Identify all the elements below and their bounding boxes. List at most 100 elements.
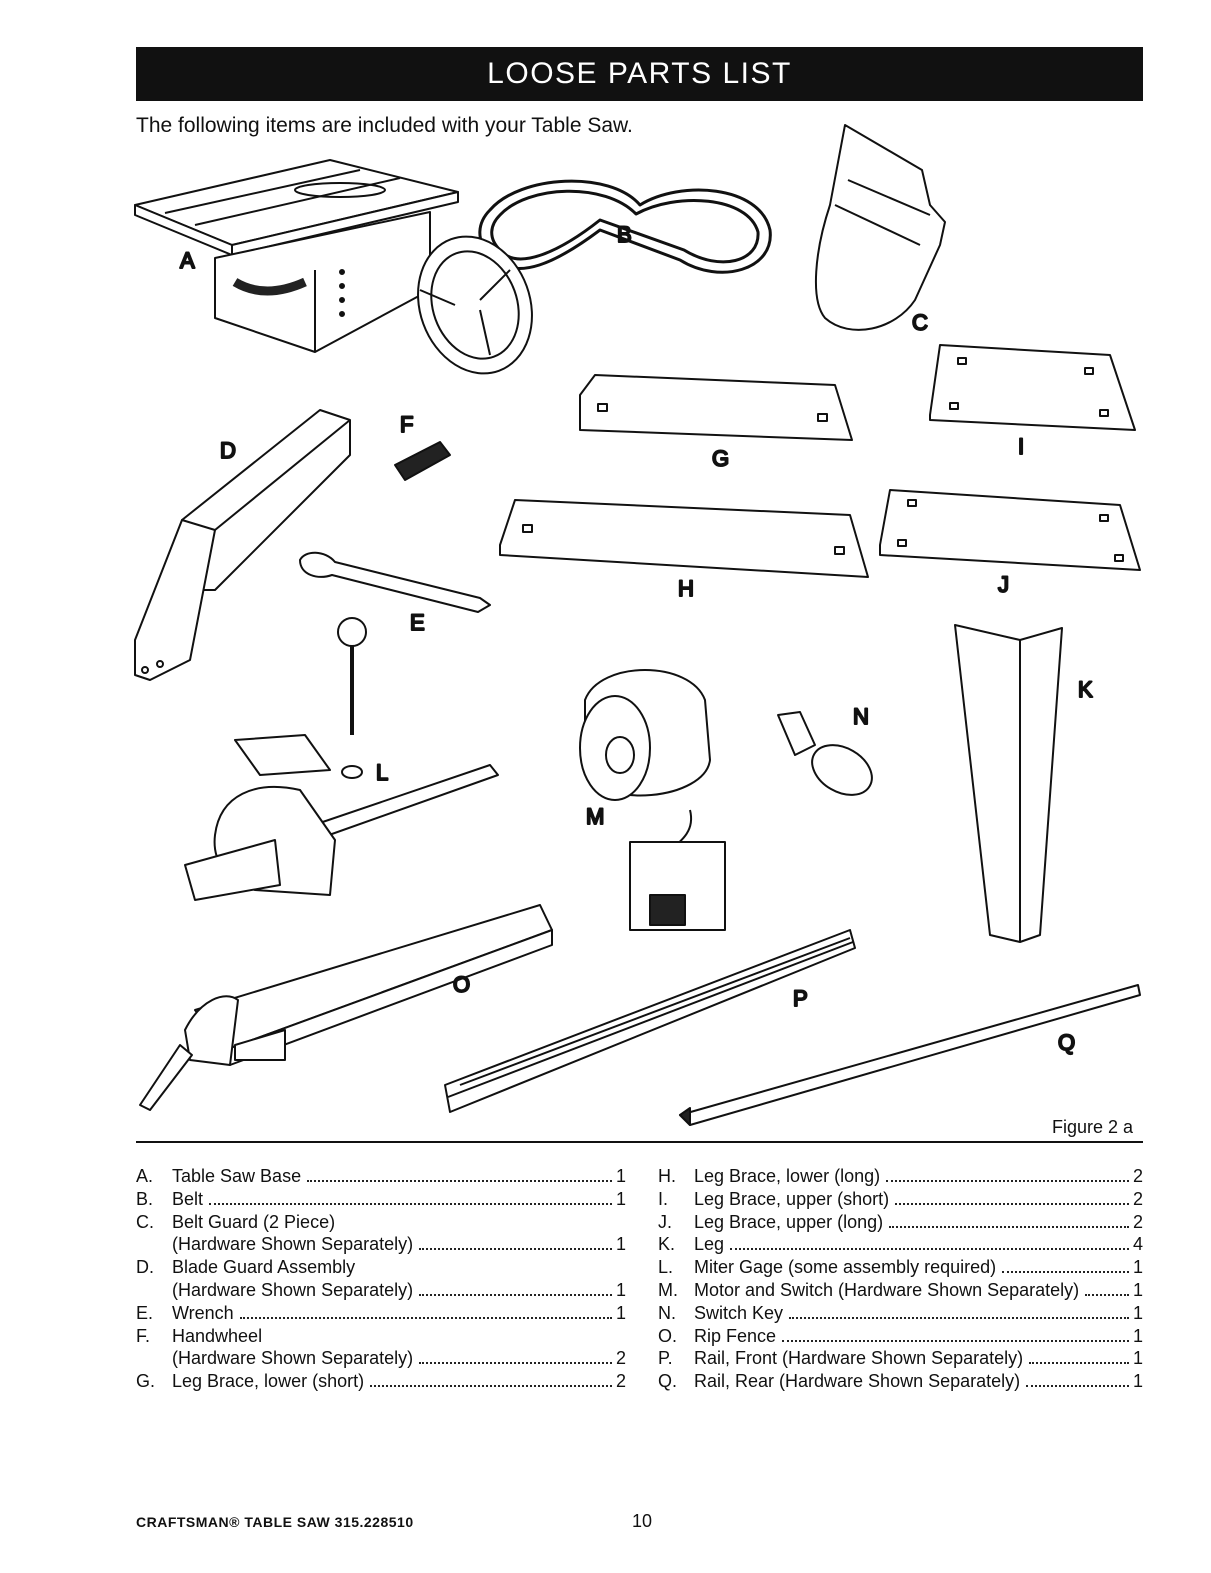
part-quantity: 2 (1132, 1211, 1143, 1232)
part-name: Leg Brace, lower (long) (694, 1166, 881, 1186)
part-name: Motor and Switch (Hardware Shown Separat… (694, 1279, 1080, 1300)
part-quantity: 1 (1132, 1279, 1143, 1300)
part-quantity: 1 (615, 1188, 626, 1209)
part-item: Q.Rail, Rear (Hardware Shown Separately)… (658, 1370, 1143, 1393)
leg-drawing (954, 624, 1063, 943)
part-quantity: 2 (615, 1348, 626, 1369)
part-item: L.Miter Gage (some assembly required)1 (658, 1256, 1143, 1279)
motor-drawing (579, 669, 726, 931)
part-letter: J. (658, 1211, 673, 1232)
part-name: Leg Brace, upper (short) (694, 1188, 890, 1209)
part-name: Belt (172, 1188, 204, 1209)
part-name: Leg Brace, lower (short) (172, 1371, 365, 1392)
label-a: A (180, 248, 195, 273)
part-quantity: 1 (1132, 1371, 1143, 1392)
leader-dots (1002, 1271, 1129, 1274)
leader-dots (886, 1180, 1129, 1182)
part-name: Switch Key (694, 1302, 784, 1323)
part-name: (Hardware Shown Separately) (172, 1348, 414, 1369)
part-letter: A. (136, 1166, 154, 1186)
part-item: D. Blade Guard Assembly(Hardware Shown Se… (136, 1256, 626, 1302)
part-quantity: 1 (615, 1234, 626, 1255)
part-name: Wrench (172, 1302, 234, 1323)
part-name: Rail, Front (Hardware Shown Separately) (694, 1348, 1024, 1369)
part-letter: C. (136, 1211, 154, 1232)
leader-dots (209, 1202, 612, 1205)
leader-dots (730, 1248, 1129, 1251)
label-e: E (410, 610, 425, 635)
leader-dots (419, 1248, 612, 1251)
part-letter: L. (658, 1257, 674, 1278)
part-item: M. Motor and Switch (Hardware Shown Separ… (658, 1279, 1143, 1302)
part-letter: K. (658, 1234, 676, 1255)
part-letter: P. (658, 1348, 673, 1369)
part-quantity: 2 (1132, 1166, 1143, 1186)
rear-rail-drawing (679, 984, 1141, 1126)
miter-gage-drawing (184, 617, 499, 901)
front-rail-drawing (444, 929, 856, 1113)
part-letter: B. (136, 1188, 154, 1209)
leader-dots (239, 1316, 612, 1319)
part-letter: G. (136, 1371, 156, 1392)
part-name: Belt Guard (2 Piece) (172, 1211, 336, 1232)
part-quantity: 1 (1132, 1257, 1143, 1278)
label-c: C (912, 310, 928, 335)
part-name: Rail, Rear (Hardware Shown Separately) (694, 1371, 1021, 1392)
parts-illustration: A B C D E F G H I J K L M N O P Q (134, 124, 1141, 1126)
label-l: L (376, 760, 388, 785)
part-item: G.Leg Brace, lower (short)2 (136, 1370, 626, 1393)
label-q: Q (1058, 1030, 1075, 1055)
wrench-drawing (299, 551, 491, 613)
leg-brace-h-drawing (499, 499, 869, 578)
table-saw-base-drawing (134, 159, 459, 353)
part-quantity: 1 (1132, 1325, 1143, 1346)
leader-dots (1026, 1385, 1129, 1388)
part-name: (Hardware Shown Separately) (172, 1234, 414, 1255)
part-name: Handwheel (172, 1325, 263, 1346)
part-item: J.Leg Brace, upper (long)2 (658, 1211, 1143, 1234)
part-quantity: 1 (615, 1302, 626, 1323)
part-item: H.Leg Brace, lower (long)2 (658, 1165, 1143, 1188)
label-d: D (220, 438, 236, 463)
part-letter: M. (658, 1279, 678, 1300)
part-letter: D. (136, 1257, 154, 1278)
label-o: O (453, 972, 470, 997)
part-name: (Hardware Shown Separately) (172, 1279, 414, 1300)
leader-dots (370, 1385, 612, 1388)
part-quantity: 2 (1132, 1188, 1143, 1209)
blade-guard-drawing (134, 409, 351, 681)
label-n: N (853, 704, 869, 729)
page-title: LOOSE PARTS LIST (136, 47, 1143, 101)
leg-brace-i-drawing (929, 344, 1136, 431)
part-item: B. Belt 1 (136, 1188, 626, 1211)
label-m: M (586, 804, 604, 829)
switch-key-drawing (777, 711, 873, 796)
part-item: P. Rail, Front (Hardware Shown Separately… (658, 1347, 1143, 1370)
part-letter: I. (658, 1188, 669, 1209)
label-b: B (617, 222, 632, 247)
belt-guard-drawing (814, 124, 946, 331)
leader-dots (419, 1293, 612, 1296)
part-letter: N. (658, 1302, 676, 1323)
footer-brand: CRAFTSMAN® TABLE SAW 315.228510 (136, 1514, 414, 1530)
leader-dots (789, 1316, 1129, 1319)
leader-dots (419, 1362, 612, 1365)
page-number: 10 (632, 1511, 653, 1531)
leader-dots (895, 1202, 1129, 1205)
part-item: I. Leg Brace, upper (short) 2 (658, 1188, 1143, 1211)
leader-dots (1029, 1362, 1129, 1365)
part-name: Blade Guard Assembly (172, 1257, 356, 1278)
divider (136, 1141, 1143, 1143)
label-g: G (712, 446, 729, 471)
part-quantity: 1 (1132, 1302, 1143, 1323)
leader-dots (889, 1225, 1129, 1228)
label-i: I (1018, 434, 1024, 459)
label-h: H (678, 576, 694, 601)
label-k: K (1078, 677, 1093, 702)
label-f: F (400, 412, 413, 437)
